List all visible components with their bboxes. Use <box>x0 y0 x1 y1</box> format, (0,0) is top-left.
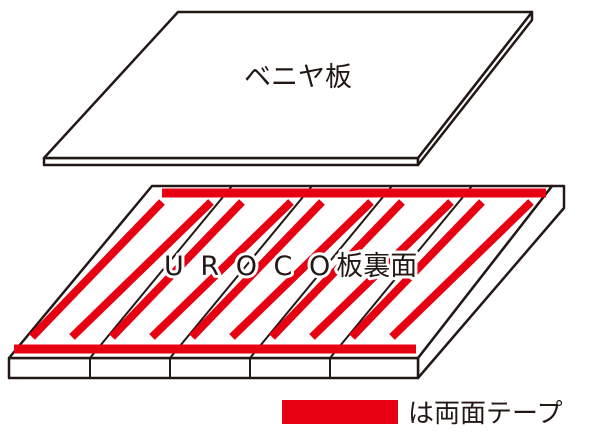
tape-strip <box>69 199 214 340</box>
tape-strips-diagonal <box>29 199 534 340</box>
plywood-label: ベニヤ板 <box>244 62 352 93</box>
legend: は両面テープ <box>282 399 562 429</box>
tape-strip <box>109 199 245 340</box>
tape-strip <box>29 199 165 340</box>
uroco-label: U R O C O板裏面 <box>164 251 417 282</box>
plank-divider-top <box>249 185 393 359</box>
plank-divider-top <box>169 185 313 359</box>
tape-strip <box>309 199 454 340</box>
tape-strip <box>269 199 405 340</box>
tape-strip <box>389 199 534 340</box>
plywood-board: ベニヤ板 <box>42 10 534 167</box>
legend-swatch-tape <box>282 400 398 424</box>
uroco-board: U R O C O板裏面 <box>7 184 566 380</box>
tape-strip <box>349 199 485 340</box>
uroco-side-front <box>7 356 420 380</box>
tape-strip <box>149 199 294 340</box>
plank-divider-top <box>329 185 473 359</box>
tape-strip <box>189 199 325 340</box>
uroco-label-kanji: 板裏面 <box>336 251 417 282</box>
uroco-label-latin: U R O C O <box>164 251 334 282</box>
plank-divider-top <box>89 185 233 359</box>
legend-label: は両面テープ <box>408 399 562 429</box>
tape-strip <box>229 199 374 340</box>
plywood-top-face <box>42 10 534 160</box>
